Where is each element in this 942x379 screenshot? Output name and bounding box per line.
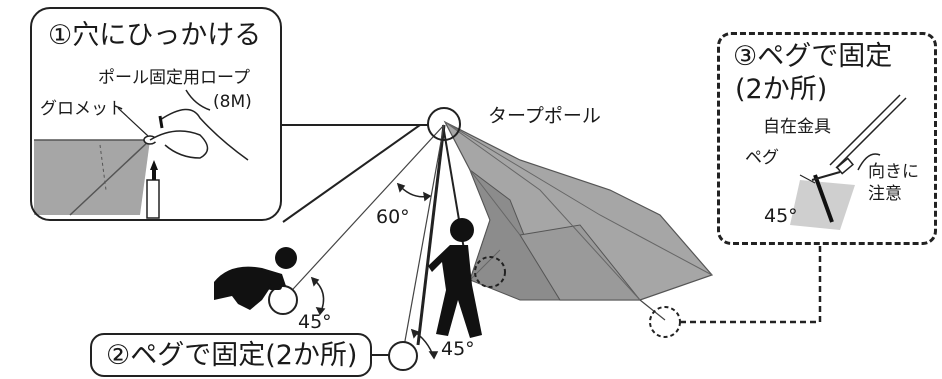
- step3-panel: [717, 32, 937, 245]
- orientation-label-line2: 注意: [868, 184, 902, 204]
- step3-title-line2: (2か所): [735, 74, 828, 105]
- step3-title-line1: ③ペグで固定: [733, 41, 893, 72]
- peg-label: ペグ: [745, 148, 779, 168]
- connectors: [282, 124, 822, 356]
- step1-panel: [30, 7, 282, 221]
- orientation-label-line1: 向きに: [868, 162, 919, 182]
- tarp-pole-label: タープポール: [488, 105, 601, 127]
- step1-detail: [34, 89, 249, 219]
- step3-angle-label: 45°: [764, 205, 798, 227]
- step2-panel: [90, 333, 372, 377]
- angle-45-left-label: 45°: [298, 311, 332, 333]
- standing-person-icon: [428, 218, 482, 338]
- step1-title: ①穴にひっかける: [48, 20, 262, 51]
- rope-length: (8M): [213, 92, 252, 112]
- angle-60-label: 60°: [376, 206, 410, 228]
- step3-detail: [790, 94, 907, 230]
- guy-ropes: [282, 124, 666, 353]
- crouching-person-icon: [214, 247, 297, 310]
- adjuster-label: 自在金具: [763, 117, 831, 137]
- step2-title: ②ペグで固定(2か所): [106, 340, 358, 371]
- focus-circles: [268, 107, 681, 371]
- rope-label: ポール固定用ロープ: [98, 68, 250, 88]
- grommet-label: グロメット: [40, 99, 125, 119]
- tarp: [443, 120, 714, 301]
- angle-45-right-label: 45°: [441, 338, 475, 360]
- angle-arcs: [310, 182, 439, 360]
